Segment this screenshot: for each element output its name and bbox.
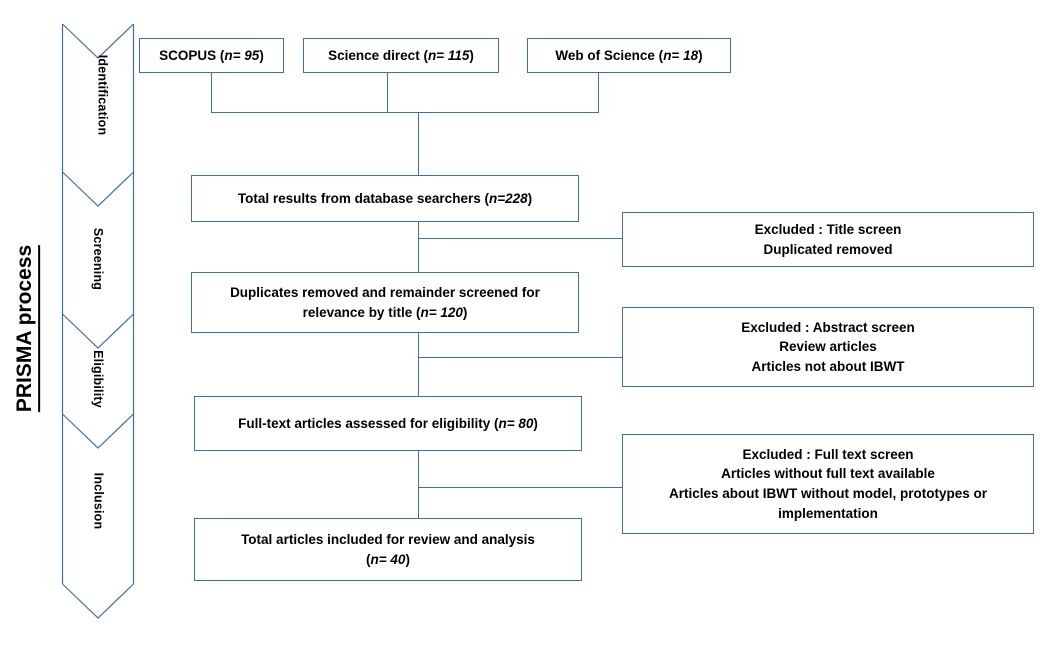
- stage-label-inclusion: Inclusion: [90, 472, 105, 530]
- connector-source-bus: [211, 112, 599, 113]
- source-box-web-of-science: Web of Science (n= 18): [527, 38, 731, 73]
- connector-total-to-duplicates: [418, 222, 419, 272]
- flow-box-full-text-assessed: Full-text articles assessed for eligibil…: [194, 396, 582, 451]
- source-box-scopus: SCOPUS (n= 95): [139, 38, 284, 73]
- chevron-shapes-svg: [61, 23, 135, 619]
- flow-box-total-results: Total results from database searchers (n…: [191, 175, 579, 222]
- flow-box-included: Total articles included for review and a…: [194, 518, 582, 581]
- connector-branch-full-text-screen: [418, 487, 623, 488]
- connector-duplicates-to-fulltext: [418, 333, 419, 396]
- connector-fulltext-to-included: [418, 451, 419, 518]
- stage-chevron-band: Identification Screening Eligibility Inc…: [61, 23, 135, 619]
- exclusion-box-full-text-screen: Excluded : Full text screen Articles wit…: [622, 434, 1034, 534]
- connector-science-direct-drop: [387, 73, 388, 113]
- connector-branch-title-screen: [418, 238, 623, 239]
- prisma-process-title: PRISMA process: [0, 0, 54, 657]
- connector-web-of-science-drop: [598, 73, 599, 113]
- stage-label-eligibility: Eligibility: [90, 350, 105, 408]
- stage-label-identification: Identification: [95, 54, 110, 136]
- connector-scopus-drop: [211, 73, 212, 113]
- source-box-science-direct: Science direct (n= 115): [303, 38, 499, 73]
- prisma-process-title-text: PRISMA process: [13, 244, 41, 413]
- flow-box-duplicates-removed: Duplicates removed and remainder screene…: [191, 272, 579, 333]
- connector-branch-abstract-screen: [418, 357, 623, 358]
- stage-label-screening: Screening: [91, 227, 105, 291]
- exclusion-box-abstract-screen: Excluded : Abstract screen Review articl…: [622, 307, 1034, 387]
- exclusion-box-title-screen: Excluded : Title screen Duplicated remov…: [622, 212, 1034, 267]
- connector-bus-to-total-results: [418, 112, 419, 175]
